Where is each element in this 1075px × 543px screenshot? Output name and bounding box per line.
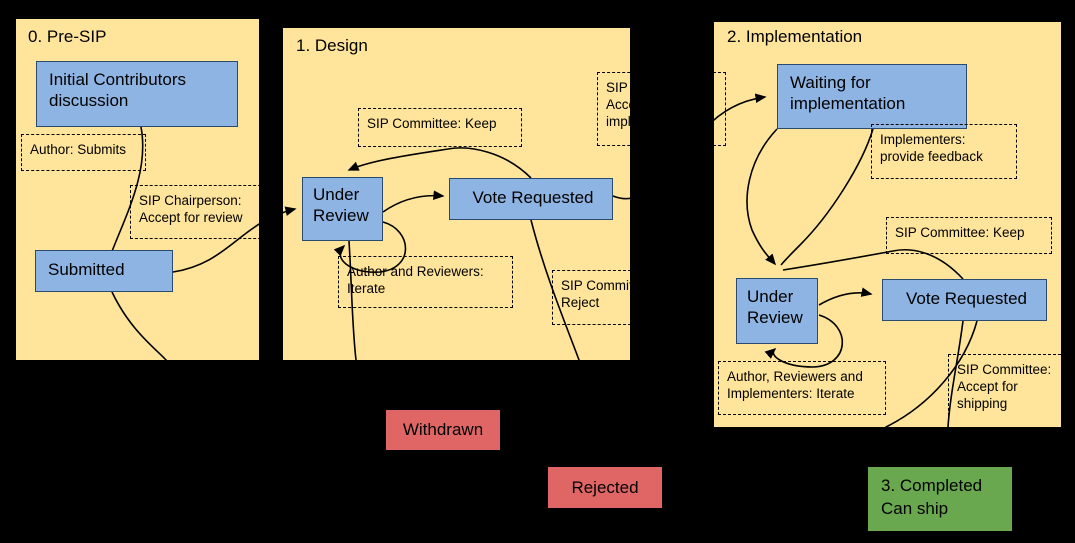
state-rejected: Rejected bbox=[548, 467, 662, 508]
arrow-under-review-to-withdrawn bbox=[348, 240, 386, 407]
state-withdrawn: Withdrawn bbox=[386, 410, 500, 450]
state-under-review-design: Under Review bbox=[302, 177, 383, 241]
state-initial-contributors-discussion: Initial Contributors discussion bbox=[36, 61, 238, 127]
label-chairperson-accept-for-review: SIP Chairperson: Accept for review bbox=[130, 185, 266, 239]
arrow-under-review-to-vote-design bbox=[382, 190, 445, 213]
arrow-submitted-to-under-review bbox=[172, 206, 297, 273]
label-sip-committee-keep-impl: SIP Committee: Keep bbox=[886, 217, 1052, 254]
arrow-submitted-to-withdrawn bbox=[111, 291, 382, 428]
label-accept-for-implementation: SIP Committee: Accept for implementation bbox=[597, 72, 726, 146]
label-sip-committee-keep-design: SIP Committee: Keep bbox=[358, 108, 522, 147]
label-author-reviewers-iterate: Author and Reviewers: Iterate bbox=[338, 256, 513, 308]
arrow-iterate-loop-impl bbox=[764, 314, 844, 368]
arrow-keep-impl bbox=[782, 248, 964, 280]
state-waiting-for-implementation: Waiting for implementation bbox=[777, 64, 967, 129]
arrow-iterate-loop-design bbox=[333, 221, 407, 273]
label-sip-committee-reject: SIP Committee: Reject bbox=[552, 270, 692, 325]
arrow-feedback-curve bbox=[780, 128, 874, 266]
arrow-keep-design bbox=[347, 147, 532, 179]
arrow-waiting-to-under-review-impl bbox=[746, 128, 778, 266]
arrow-under-review-to-vote-impl bbox=[818, 287, 873, 306]
arrow-vote-to-rejected bbox=[530, 219, 597, 463]
label-author-reviewers-implementers-iterate: Author, Reviewers and Implementers: Iter… bbox=[718, 361, 886, 415]
completed-label: 3. Completed Can ship bbox=[881, 476, 983, 518]
arrow-vote-to-completed-sweep bbox=[882, 320, 978, 460]
state-under-review-impl: Under Review bbox=[736, 278, 818, 344]
state-vote-requested-design: Vote Requested bbox=[449, 178, 613, 220]
label-implementers-provide-feedback: Implementers: provide feedback bbox=[871, 124, 1017, 179]
panel-title-pre-sip: 0. Pre-SIP bbox=[28, 27, 107, 46]
arrow-vote-to-waiting bbox=[612, 93, 767, 200]
label-accept-for-shipping: SIP Committee: Accept for shipping bbox=[948, 354, 1075, 450]
state-completed-can-ship: 3. Completed Can ship bbox=[868, 467, 1012, 531]
state-vote-requested-impl: Vote Requested bbox=[882, 279, 1047, 321]
panel-title-design: 1. Design bbox=[296, 36, 368, 55]
arrow-discussion-to-submitted bbox=[106, 126, 144, 264]
state-submitted: Submitted bbox=[35, 250, 173, 292]
panel-title-implementation: 2. Implementation bbox=[727, 27, 863, 46]
label-author-submits: Author: Submits bbox=[21, 134, 146, 171]
